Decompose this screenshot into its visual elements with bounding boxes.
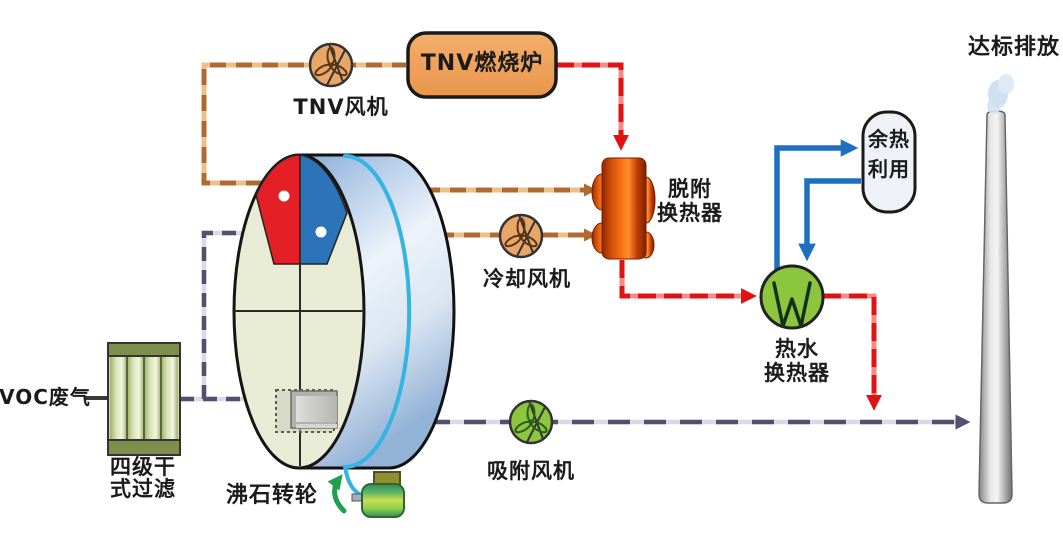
waste-heat-label-line1: 余热 xyxy=(868,127,910,151)
hot-water-hx-label-line2: 换热器 xyxy=(764,361,830,385)
adsorption-fan-label: 吸附风机 xyxy=(487,459,575,483)
drive-motor xyxy=(351,471,405,518)
rotor-port-dot xyxy=(278,190,290,202)
desorption-hx-label-line1: 脱附 xyxy=(668,177,712,201)
zeolite-rotor xyxy=(232,153,456,500)
rotor-port-dot xyxy=(315,226,327,238)
voc-inlet-label: VOC废气 xyxy=(0,385,91,409)
tnv-fan-label: TNV风机 xyxy=(293,95,389,119)
hot-water-hx-label-line1: 热水 xyxy=(775,337,819,361)
desorption-heat-exchanger xyxy=(591,157,656,260)
emission-label: 达标排放 xyxy=(967,35,1061,60)
smoke-icon xyxy=(987,74,1014,114)
desorption-hx-label-line2: 换热器 xyxy=(657,201,723,225)
pipe-hot-air-loop xyxy=(201,62,406,186)
pipe-flue-gas-furnace-to-desorber xyxy=(556,62,630,151)
rotation-arrow-icon xyxy=(327,474,347,514)
drive-belt xyxy=(342,154,412,500)
chimney xyxy=(978,110,1013,504)
pipe-flue-to-hot-water-hx xyxy=(619,260,757,305)
pipe-water-return xyxy=(798,178,861,262)
tnv-furnace-label: TNV燃烧炉 xyxy=(420,51,544,76)
cooling-fan-icon xyxy=(498,213,544,259)
pipe-hot-water-to-stack xyxy=(823,293,883,411)
rotor-inlet-duct xyxy=(275,389,338,433)
waste-heat-label-line2: 利用 xyxy=(868,157,910,181)
waste-heat-box xyxy=(861,110,917,214)
rotor-cooling-sector xyxy=(299,154,348,265)
filter-label-line1: 四级干 xyxy=(110,455,176,479)
adsorption-fan-icon xyxy=(508,399,554,445)
filter-label-line2: 式过滤 xyxy=(110,477,176,501)
cooling-fan-label: 冷却风机 xyxy=(483,267,571,291)
tnv-fan-icon xyxy=(308,42,354,88)
tnv-furnace xyxy=(406,31,558,99)
hot-water-heat-exchanger xyxy=(759,264,825,330)
filter-unit xyxy=(107,342,181,456)
pipe-water-supply xyxy=(774,139,859,272)
rotor-label: 沸石转轮 xyxy=(225,483,319,508)
